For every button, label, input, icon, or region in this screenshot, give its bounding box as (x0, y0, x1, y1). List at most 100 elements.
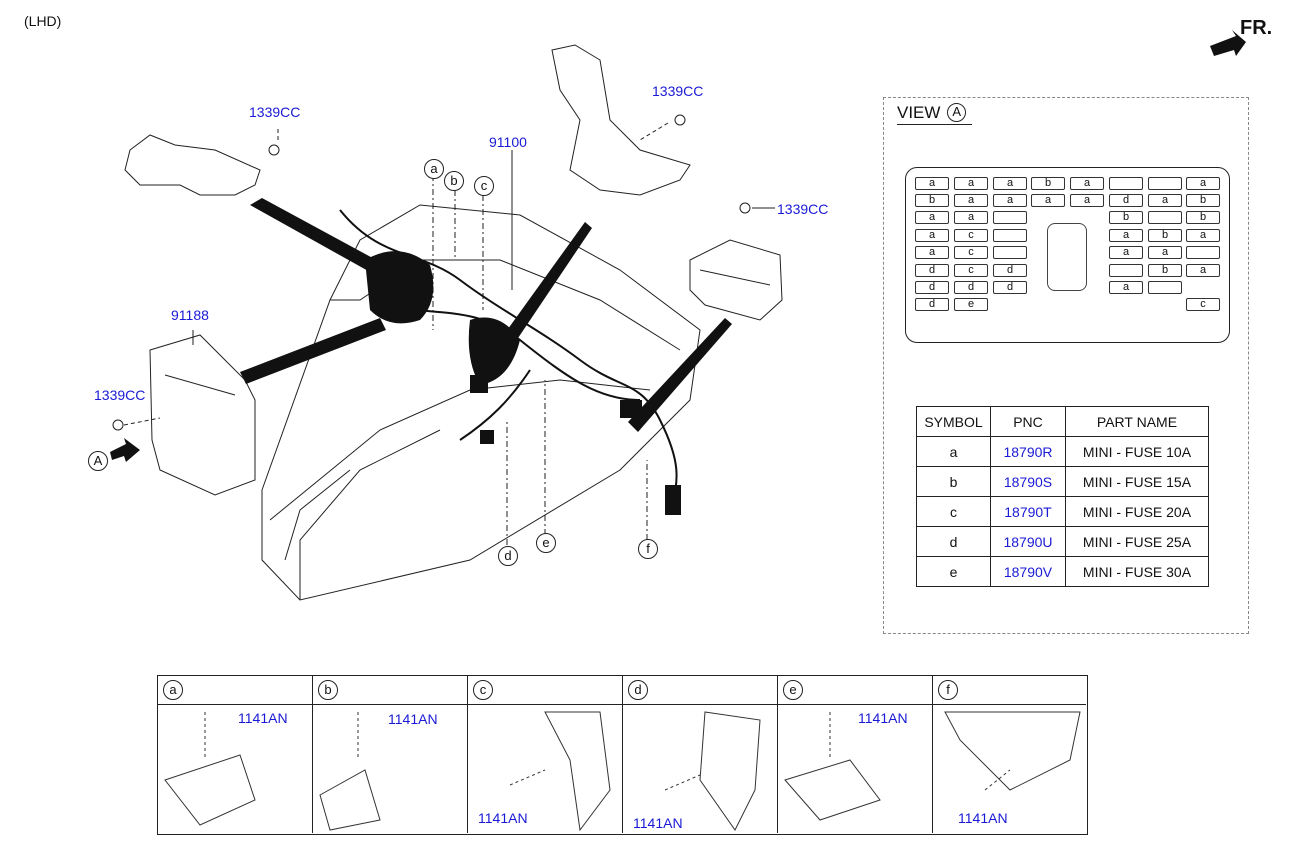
fuse-slot: a (954, 177, 988, 190)
marker-e: e (536, 533, 556, 553)
fuse-slot: b (915, 194, 949, 207)
legend-pnc-link[interactable]: 18790R (990, 436, 1066, 467)
callout-nut-top-mid[interactable]: 1339CC (652, 83, 704, 99)
detail-c-part[interactable]: 1141AN (478, 810, 528, 826)
detail-b-part[interactable]: 1141AN (388, 711, 438, 727)
detail-a-label: a (163, 680, 183, 700)
fuse-slot: b (1148, 229, 1182, 242)
legend-part-name: MINI - FUSE 10A (1065, 436, 1209, 467)
view-title-text: VIEW (897, 103, 941, 122)
fuse-slot: a (1109, 229, 1143, 242)
legend-part-name: MINI - FUSE 25A (1065, 526, 1209, 557)
fuse-slot: c (954, 246, 988, 259)
fuse-slot (993, 229, 1027, 242)
callout-nut-left[interactable]: 1339CC (94, 387, 146, 403)
legend-symbol: b (916, 466, 991, 497)
fuse-slot: a (1070, 194, 1104, 207)
fuse-slot: c (954, 229, 988, 242)
detail-a-part[interactable]: 1141AN (238, 710, 288, 726)
marker-d: d (498, 546, 518, 566)
detail-b-label: b (318, 680, 338, 700)
fuse-slot: a (954, 194, 988, 207)
detail-e: e 1141AN (778, 676, 933, 833)
fuse-slot: a (1186, 229, 1220, 242)
front-direction-label: FR. (1240, 17, 1273, 39)
detail-header (933, 676, 1086, 705)
legend-row: a 18790R MINI - FUSE 10A (916, 436, 1209, 467)
fuse-slot (1109, 264, 1143, 277)
detail-d: d 1141AN (623, 676, 778, 833)
callout-nut-right[interactable]: 1339CC (777, 201, 829, 217)
detail-d-part[interactable]: 1141AN (633, 815, 683, 831)
fuse-slot (1148, 211, 1182, 224)
detail-e-label: e (783, 680, 803, 700)
fuse-slot: c (954, 264, 988, 277)
view-a-panel (883, 97, 1249, 634)
fuse-slot: a (915, 177, 949, 190)
fuse-slot: a (1186, 177, 1220, 190)
fuse-slot: a (1031, 194, 1065, 207)
fuse-slot: a (915, 229, 949, 242)
detail-e-part[interactable]: 1141AN (858, 710, 908, 726)
callout-nut-top-left[interactable]: 1339CC (249, 104, 301, 120)
fuse-slot: d (915, 264, 949, 277)
detail-header (468, 676, 622, 705)
view-title-underline (897, 124, 972, 125)
fuse-slot (1109, 177, 1143, 190)
detail-f-part[interactable]: 1141AN (958, 810, 1008, 826)
marker-f: f (638, 539, 658, 559)
legend-pnc-link[interactable]: 18790T (990, 496, 1066, 527)
fuse-slot: a (915, 211, 949, 224)
legend-pnc-link[interactable]: 18790V (990, 556, 1066, 587)
legend-symbol: e (916, 556, 991, 587)
fuse-slot: a (915, 246, 949, 259)
fuse-slot (1186, 246, 1220, 259)
view-a-marker: A (88, 451, 108, 471)
detail-c: c 1141AN (468, 676, 623, 833)
legend-header-pnc: PNC (990, 406, 1066, 437)
legend-header-part-name: PART NAME (1065, 406, 1209, 437)
fuse-slot: d (915, 298, 949, 311)
detail-header (623, 676, 777, 705)
fuse-slot: a (1148, 194, 1182, 207)
legend-pnc-link[interactable]: 18790U (990, 526, 1066, 557)
view-title-marker: A (947, 103, 967, 122)
legend-row: d 18790U MINI - FUSE 25A (916, 526, 1209, 557)
detail-c-label: c (473, 680, 493, 700)
fuse-slot: a (993, 194, 1027, 207)
legend-part-name: MINI - FUSE 30A (1065, 556, 1209, 587)
callout-junction-box[interactable]: 91188 (171, 307, 209, 323)
fuse-slot (993, 211, 1027, 224)
detail-header (313, 676, 467, 705)
fuse-slot: b (1031, 177, 1065, 190)
legend-pnc-link[interactable]: 18790S (990, 466, 1066, 497)
legend-row: b 18790S MINI - FUSE 15A (916, 466, 1209, 497)
fuse-slot: e (954, 298, 988, 311)
fuse-box (905, 167, 1230, 343)
view-a-title: VIEW A (897, 103, 967, 123)
fuse-slot: a (1109, 281, 1143, 294)
legend-header-row: SYMBOL PNC PART NAME (916, 406, 1209, 437)
detail-f-label: f (938, 680, 958, 700)
detail-header (158, 676, 312, 705)
detail-d-label: d (628, 680, 648, 700)
detail-a: a 1141AN (158, 676, 313, 833)
fuse-slot: b (1109, 211, 1143, 224)
callout-harness[interactable]: 91100 (489, 134, 527, 150)
legend-header-symbol: SYMBOL (916, 406, 991, 437)
fuse-slot: b (1186, 194, 1220, 207)
fuse-slot (1148, 177, 1182, 190)
fuse-slot: d (915, 281, 949, 294)
fuse-slot: b (1186, 211, 1220, 224)
detail-strip: a 1141AN b 1141AN c 1141AN d 1141AN e 11… (157, 675, 1088, 835)
legend-symbol: a (916, 436, 991, 467)
marker-a: a (424, 159, 444, 179)
fuse-slot: a (1186, 264, 1220, 277)
fuse-slot (993, 246, 1027, 259)
legend-row: c 18790T MINI - FUSE 20A (916, 496, 1209, 527)
fuse-slot: a (954, 211, 988, 224)
fuse-slot: b (1148, 264, 1182, 277)
marker-b: b (444, 171, 464, 191)
detail-header (778, 676, 932, 705)
